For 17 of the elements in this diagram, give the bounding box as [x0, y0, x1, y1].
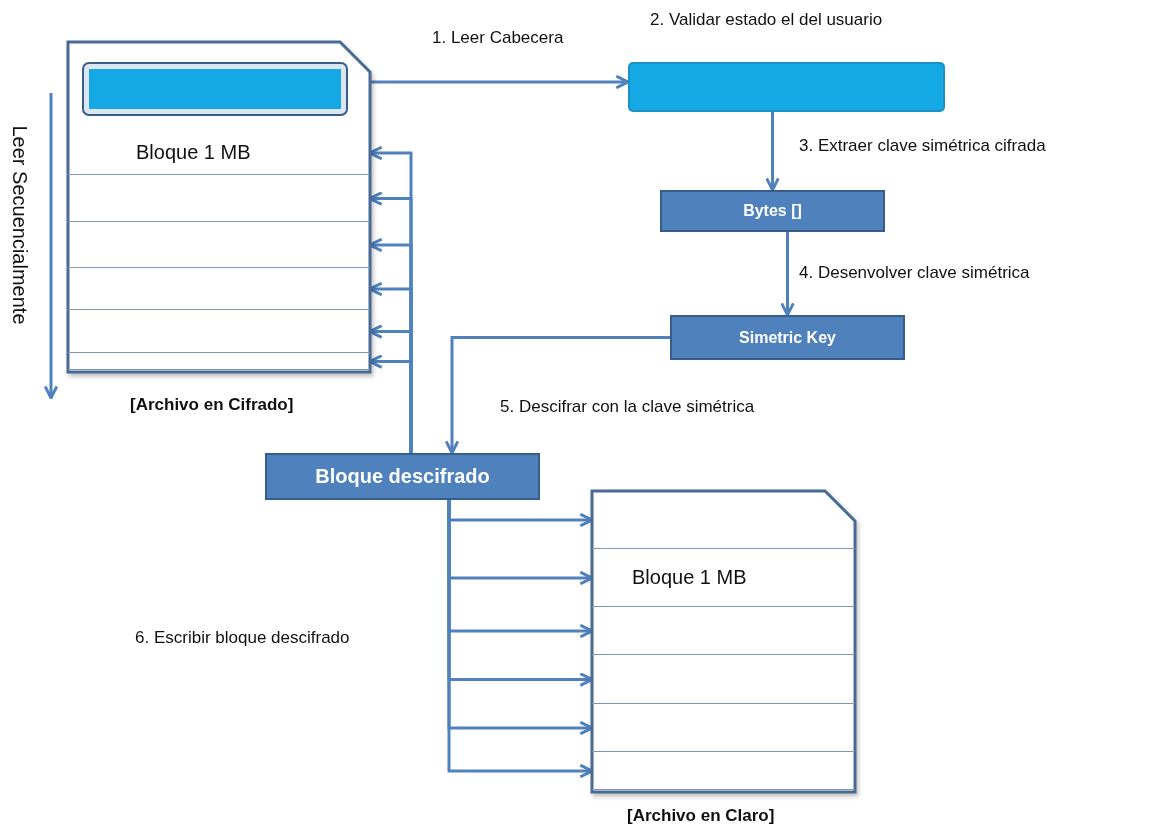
process-box: Bytes [] [660, 190, 885, 232]
file-row: Bloque 1 MB [592, 549, 855, 607]
process-box: Bloque descifrado [265, 453, 540, 500]
header-box [628, 62, 945, 112]
file-document [592, 491, 855, 792]
arrow [780, 232, 795, 317]
file-document [68, 42, 370, 372]
arrow [370, 74, 630, 90]
step-label: 6. Escribir bloque descifrado [135, 628, 350, 648]
arrow [444, 336, 670, 455]
arrow [765, 112, 780, 192]
process-box: Simetric Key [670, 315, 905, 360]
file-caption: [Archivo en Claro] [627, 806, 775, 826]
file-caption: [Archivo en Cifrado] [130, 395, 294, 415]
step-label: 2. Validar estado el del usuario [650, 10, 883, 30]
vertical-label: Leer Secuencialmente [8, 125, 31, 325]
file-row: Bloque 1 MB [68, 131, 370, 175]
